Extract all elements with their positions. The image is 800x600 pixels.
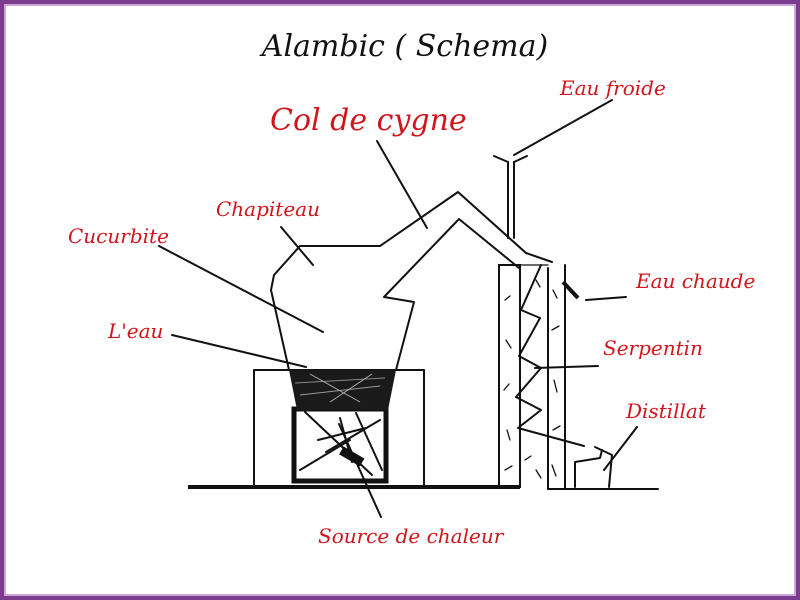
label-eau-chaude: Eau chaude <box>635 269 755 293</box>
label-chapiteau: Chapiteau <box>216 197 320 221</box>
water-body <box>289 370 396 410</box>
diagram-title: Alambic ( Schema) <box>259 29 548 64</box>
label-distillat: Distillat <box>625 399 707 423</box>
label-eau-froide: Eau froide <box>559 76 666 100</box>
label-cucurbite: Cucurbite <box>68 224 169 248</box>
label-col-de-cygne: Col de cygne <box>270 103 467 138</box>
distillate-vessel <box>574 446 613 488</box>
hot-water-outlet <box>561 280 580 300</box>
label-source-de-chaleur: Source de chaleur <box>318 524 505 548</box>
pointer-lines <box>158 99 638 518</box>
label-leau: L'eau <box>107 319 163 343</box>
condenser-tank <box>498 264 566 490</box>
cold-water-pipe <box>493 155 528 239</box>
still-body <box>270 191 553 371</box>
label-serpentin: Serpentin <box>603 336 703 360</box>
